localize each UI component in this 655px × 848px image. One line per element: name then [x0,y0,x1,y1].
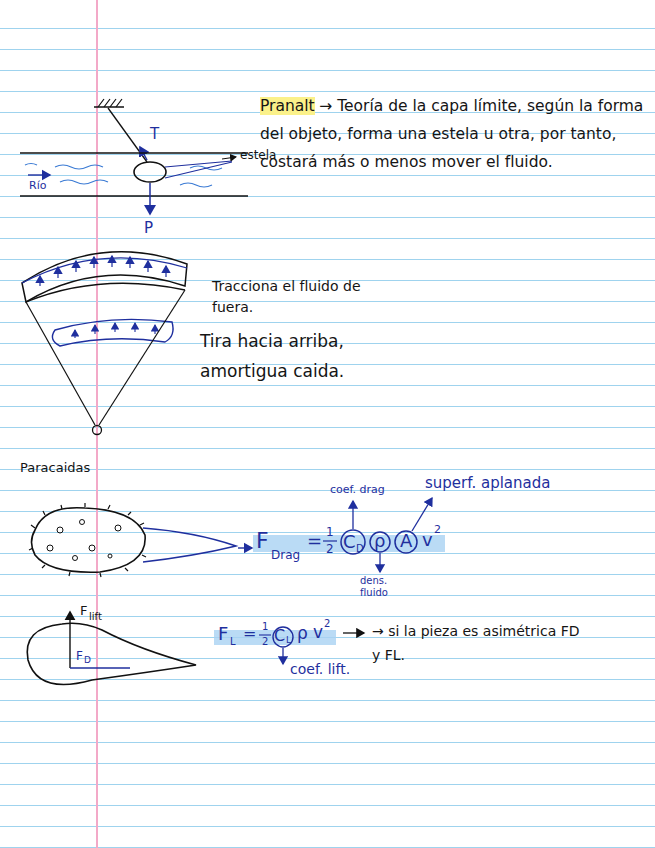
callout-label: dens. fluido [360,575,404,599]
formula-part: A [400,531,412,551]
note-text: → Teoría de la capa límite, según la for… [260,97,643,171]
formula-part: = [307,531,322,551]
formula-part: 1 [326,526,334,539]
note-text: Tira hacia arriba, amortigua caida. [200,326,390,386]
formula-part: v [313,623,323,642]
force-label: D [84,656,91,666]
formula-part: C [274,627,285,645]
force-label: F [76,650,83,663]
formula-part: L [230,636,236,647]
part-label: estela [240,149,276,162]
formula-part: L [286,636,291,646]
force-label: P [144,220,153,237]
callout-label: coef. lift. [290,662,350,677]
part-label: Río [29,180,46,192]
formula-part: 2 [326,543,334,556]
margin-line [96,0,98,848]
callout-label: coef. drag [330,484,385,496]
section-title: Paracaidas [20,461,90,475]
formula-part: = [243,625,256,643]
formula-part: F [218,624,228,644]
force-label: T [150,126,159,143]
formula-part: 2 [262,636,268,647]
formula-part: F [256,529,269,553]
formula-part: C [343,532,356,552]
formula-part: v [422,530,433,550]
formula-part: ρ [297,624,308,643]
note-text: → si la pieza es asimétrica FD y FL. [372,619,587,667]
formula-part: 1 [262,621,268,632]
formula-part: 2 [324,618,330,629]
callout-label: superf. aplanada [425,475,550,492]
formula-part: ρ [374,531,385,551]
formula-part: Drag [271,549,300,562]
formula-part: 2 [434,524,441,536]
force-label: F [80,604,87,618]
formula-part: D [356,543,364,554]
force-label: lift [89,611,102,622]
highlighted-term: Pranalt [260,97,315,115]
paragraph: Pranalt→ Teoría de la capa límite, según… [260,92,645,176]
note-text: Tracciona el fluido de fuera. [212,276,362,318]
